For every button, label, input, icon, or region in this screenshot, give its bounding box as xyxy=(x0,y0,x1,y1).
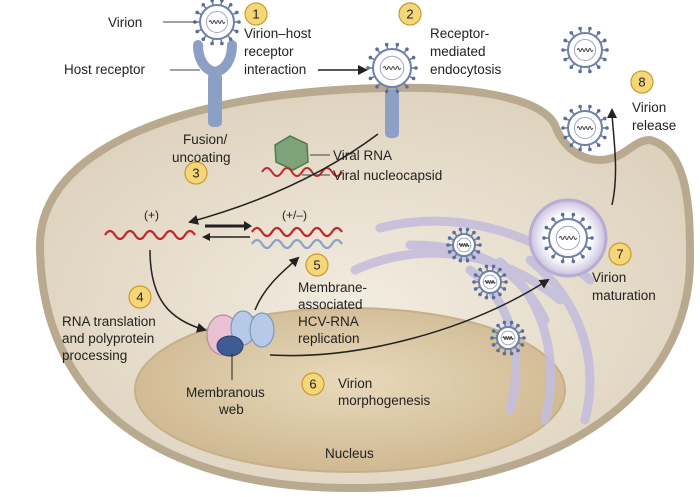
endocytosis-receptor-stalk xyxy=(385,90,399,138)
label-step6-line1: Virion xyxy=(338,376,372,391)
step-number-6: 6 xyxy=(309,377,316,392)
step-marker-1: 1 xyxy=(244,2,268,26)
label-nucleus: Nucleus xyxy=(325,446,374,461)
label-step4-line3: processing xyxy=(62,348,127,363)
step-number-7: 7 xyxy=(616,247,623,262)
label-step7-line1: Virion xyxy=(592,270,626,285)
step-marker-3: 3 xyxy=(184,161,208,185)
label-virion: Virion xyxy=(108,15,142,30)
label-step6-line2: morphogenesis xyxy=(338,393,431,408)
label-viral-nucleocapsid: Viral nucleocapsid xyxy=(333,168,442,183)
process-arrows xyxy=(149,65,618,357)
label-step5-line3: HCV-RNA xyxy=(298,314,359,329)
label-step5-line2: associated xyxy=(298,297,363,312)
label-fusion-line1: Fusion/ xyxy=(183,132,228,147)
label-membranous-line1: Membranous xyxy=(186,385,265,400)
plus-strand-rna-replicating xyxy=(251,226,343,238)
host-receptor xyxy=(193,40,237,127)
label-step2-line1: Receptor- xyxy=(430,26,489,41)
step-markers: 1 2 3 4 5 6 7 8 xyxy=(128,2,654,396)
step-number-3: 3 xyxy=(192,166,199,181)
virion-golgi-3 xyxy=(490,320,526,356)
label-plus-strand: (+) xyxy=(144,208,159,222)
virion-extracellular xyxy=(193,0,241,46)
label-step7-line2: maturation xyxy=(592,288,656,303)
step-marker-6: 6 xyxy=(301,372,325,396)
label-viral-rna: Viral RNA xyxy=(333,148,392,163)
step-number-4: 4 xyxy=(136,290,143,305)
label-step8-line1: Virion xyxy=(632,100,666,115)
step-marker-5: 5 xyxy=(305,253,329,277)
label-step4-line2: and polyprotein xyxy=(62,331,154,346)
label-step5-line1: Membrane- xyxy=(298,280,367,295)
virions xyxy=(193,0,609,356)
virion-endocytosis xyxy=(366,42,418,94)
step-marker-2: 2 xyxy=(398,2,422,26)
step-number-8: 8 xyxy=(638,75,645,90)
pointer-lines xyxy=(163,21,330,176)
step-marker-7: 7 xyxy=(608,242,632,266)
virion-released-2 xyxy=(561,104,609,152)
label-step1-line1: Virion–host xyxy=(244,26,312,41)
label-step2-line3: endocytosis xyxy=(430,62,502,77)
step-number-1: 1 xyxy=(252,7,259,22)
label-step5-line4: replication xyxy=(298,331,360,346)
label-fusion-line2: uncoating xyxy=(172,150,231,165)
minus-strand-rna xyxy=(251,238,343,250)
label-step8-line2: release xyxy=(632,118,676,133)
step-marker-4: 4 xyxy=(128,285,152,309)
label-host-receptor: Host receptor xyxy=(64,62,146,77)
equilibrium-arrows xyxy=(202,221,252,241)
label-membranous-line2: web xyxy=(218,402,244,417)
step-number-2: 2 xyxy=(406,7,413,22)
label-step4-line1: RNA translation xyxy=(62,314,156,329)
plus-strand-rna xyxy=(104,229,196,241)
step-marker-8: 8 xyxy=(630,70,654,94)
label-plus-minus-strand: (+/–) xyxy=(282,208,307,222)
label-step2-line2: mediated xyxy=(430,44,486,59)
ribosome-complex xyxy=(206,310,275,357)
virion-released-1 xyxy=(561,26,609,74)
label-step1-line3: interaction xyxy=(244,62,306,77)
step-number-5: 5 xyxy=(313,258,320,273)
viral-nucleocapsid-icon xyxy=(274,135,309,171)
virion-golgi-1 xyxy=(446,227,482,263)
viral-rna-strand xyxy=(261,167,343,177)
label-step1-line2: receptor xyxy=(244,44,294,59)
virion-golgi-2 xyxy=(472,264,508,300)
virion-maturing xyxy=(542,212,594,264)
